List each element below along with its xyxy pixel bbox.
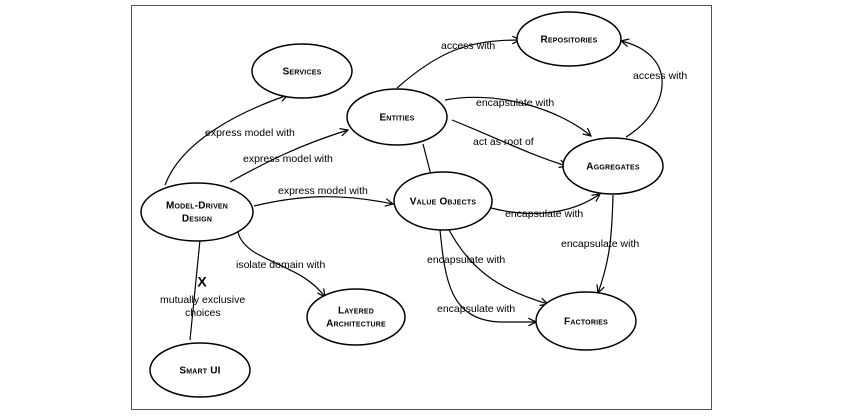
node-services: Services — [251, 43, 353, 99]
edge-entities-repositories — [396, 40, 520, 89]
label-entities-aggregates-encapsulate: encapsulate with — [476, 97, 554, 109]
edge-value-objects-aggregates — [490, 194, 600, 215]
label-mutually-exclusive-line2: choices — [185, 307, 221, 319]
edge-mdd-layered — [237, 231, 325, 297]
edge-entities-aggregates-encapsulate — [444, 96, 591, 136]
label-mdd-entities: express model with — [243, 153, 333, 165]
node-factories: Factories — [535, 291, 637, 351]
node-smart-ui-label: Smart UI — [179, 366, 220, 377]
node-smart-ui: Smart UI — [149, 342, 251, 398]
label-mdd-layered: isolate domain with — [236, 259, 325, 271]
edge-value-objects-factories-1 — [447, 227, 548, 304]
edge-aggregates-factories — [598, 194, 614, 293]
edge-aggregates-repositories — [621, 41, 663, 138]
mutually-exclusive-x-mark: X — [197, 274, 207, 290]
node-repositories-label: Repositories — [541, 35, 598, 46]
label-entities-repositories: access with — [441, 40, 495, 52]
node-model-driven-design-label-line2: Design — [182, 214, 212, 225]
node-layered-architecture-label-line1: Layered — [338, 306, 374, 317]
node-entities-label: Entities — [379, 113, 414, 124]
edge-mdd-entities — [229, 130, 348, 183]
node-aggregates-label: Aggregates — [586, 162, 640, 173]
label-value-objects-aggregates: encapsulate with — [505, 208, 583, 220]
node-layered-architecture: Layered Architecture — [306, 288, 406, 346]
node-repositories: Repositories — [516, 11, 622, 67]
edge-entities-aggregates-root — [451, 119, 567, 166]
node-services-label: Services — [283, 67, 322, 78]
edge-value-objects-factories-2 — [439, 229, 536, 322]
edge-mdd-services — [164, 95, 288, 186]
edge-mdd-value-objects — [253, 196, 393, 206]
node-model-driven-design-label-line1: Model-Driven — [166, 201, 228, 212]
label-value-objects-factories-2: encapsulate with — [437, 303, 515, 315]
node-model-driven-design: Model-Driven Design — [140, 182, 254, 242]
label-mdd-services: express model with — [205, 127, 295, 139]
node-aggregates: Aggregates — [562, 137, 664, 195]
label-aggregates-repositories: access with — [633, 70, 687, 82]
node-factories-label: Factories — [564, 317, 608, 328]
label-mutually-exclusive-line1: mutually exclusive — [160, 294, 245, 306]
label-mdd-value-objects: express model with — [278, 185, 368, 197]
label-value-objects-factories-1: encapsulate with — [427, 254, 505, 266]
node-entities: Entities — [346, 88, 448, 146]
edge-entities-value-objects — [422, 143, 432, 176]
edge-mdd-smart-ui — [189, 239, 201, 341]
node-value-objects-label: Value Objects — [410, 197, 477, 208]
label-aggregates-factories: encapsulate with — [561, 238, 639, 250]
node-value-objects: Value Objects — [393, 171, 493, 231]
label-entities-aggregates-root: act as root of — [473, 136, 534, 148]
node-layered-architecture-label-line2: Architecture — [326, 319, 386, 330]
